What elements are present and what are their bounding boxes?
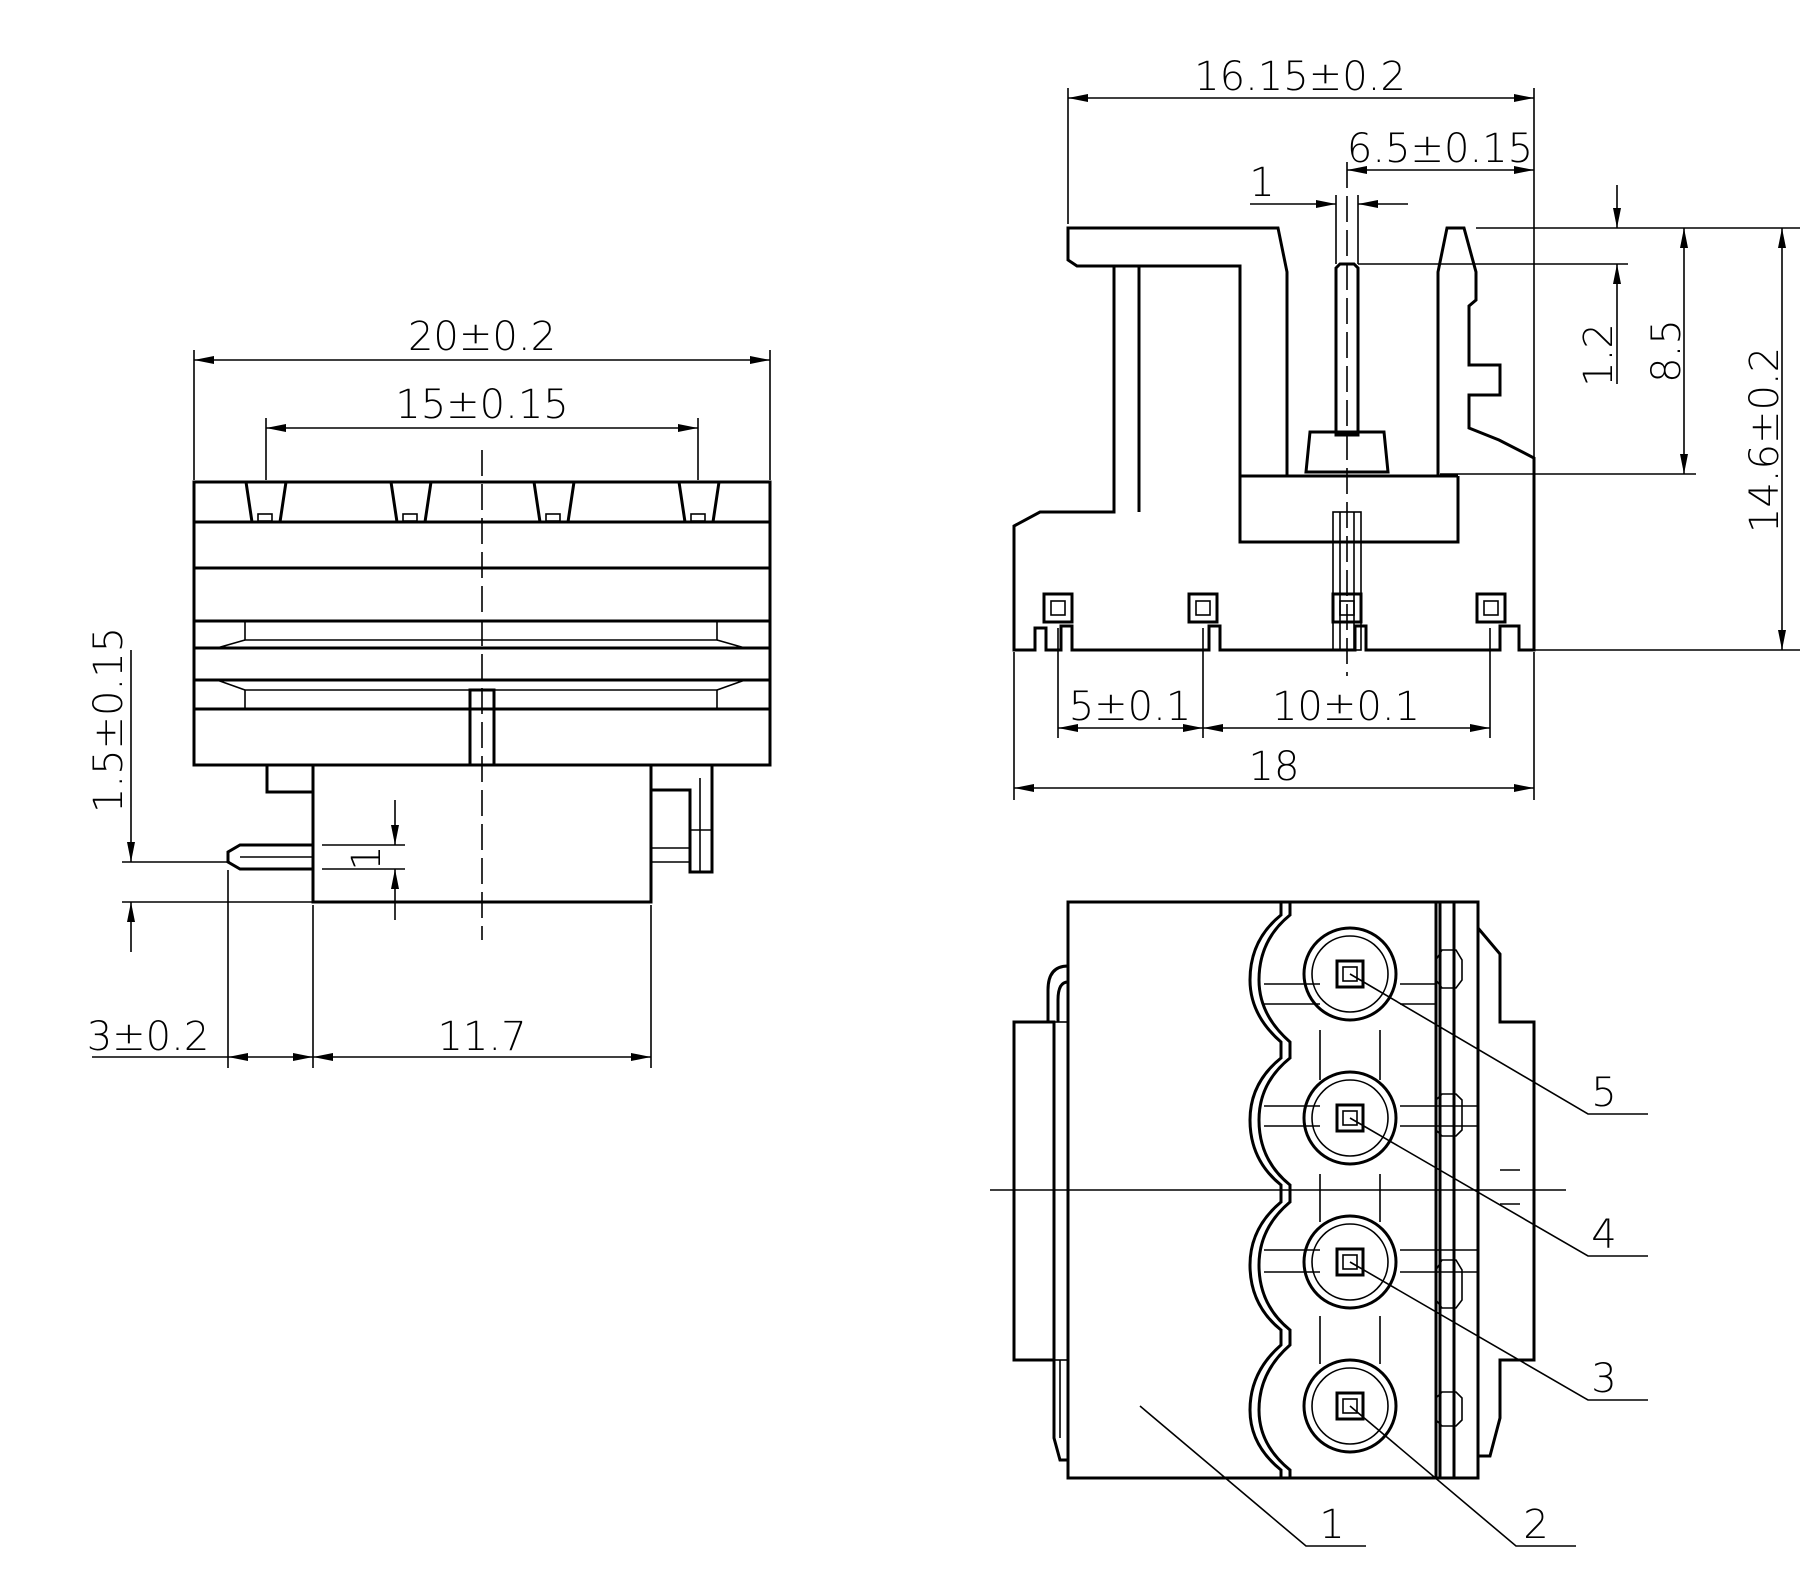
side-housing-outline: [1012, 226, 1536, 652]
bottom-view: [990, 900, 1566, 1480]
callout-4: 4: [1591, 1212, 1616, 1258]
callout-5: 5: [1591, 1070, 1616, 1116]
callout-1: 1: [1319, 1502, 1344, 1548]
dim-base-width: 18: [1249, 744, 1300, 790]
dim-pitch-a: 5±0.1: [1069, 684, 1192, 730]
front-pin: [226, 843, 313, 871]
side-dimensions: 16.15±0.2 6.5±0.15 1 1.2 8.5 14.6±0.2 5±…: [1013, 54, 1800, 800]
side-view: [1012, 162, 1536, 676]
top-latch-notches: [244, 481, 721, 524]
callout-3: 3: [1591, 1356, 1616, 1402]
dim-body-depth: 11.7: [437, 1014, 526, 1060]
dim-height-total: 14.6±0.2: [1742, 347, 1788, 533]
dim-side-offset: 1.5±0.15: [86, 627, 132, 813]
dim-front-pitch-span: 15±0.15: [395, 382, 568, 428]
callouts: 5 4 3 2 1: [1139, 973, 1648, 1548]
front-view: [192, 450, 772, 940]
dim-top-width: 16.15±0.2: [1194, 54, 1406, 100]
callout-2: 2: [1523, 1502, 1548, 1548]
dim-height-upper: 8.5: [1644, 319, 1690, 383]
side-pin: [1334, 262, 1360, 437]
dim-pin-width: 1: [1249, 160, 1274, 206]
front-dimensions: 20±0.2 15±0.15 1.5±0.15 1 3±0.2 11.7: [86, 314, 771, 1068]
dim-pin-thickness: 1: [344, 845, 390, 870]
dim-pin-tip: 1.2: [1576, 323, 1622, 387]
dim-front-width: 20±0.2: [408, 314, 556, 360]
dim-pitch-b: 10±0.1: [1272, 684, 1420, 730]
dim-pin-extension: 3±0.2: [87, 1014, 210, 1060]
contact-pins: [1302, 926, 1398, 1454]
dim-pin-offset: 6.5±0.15: [1347, 126, 1533, 172]
